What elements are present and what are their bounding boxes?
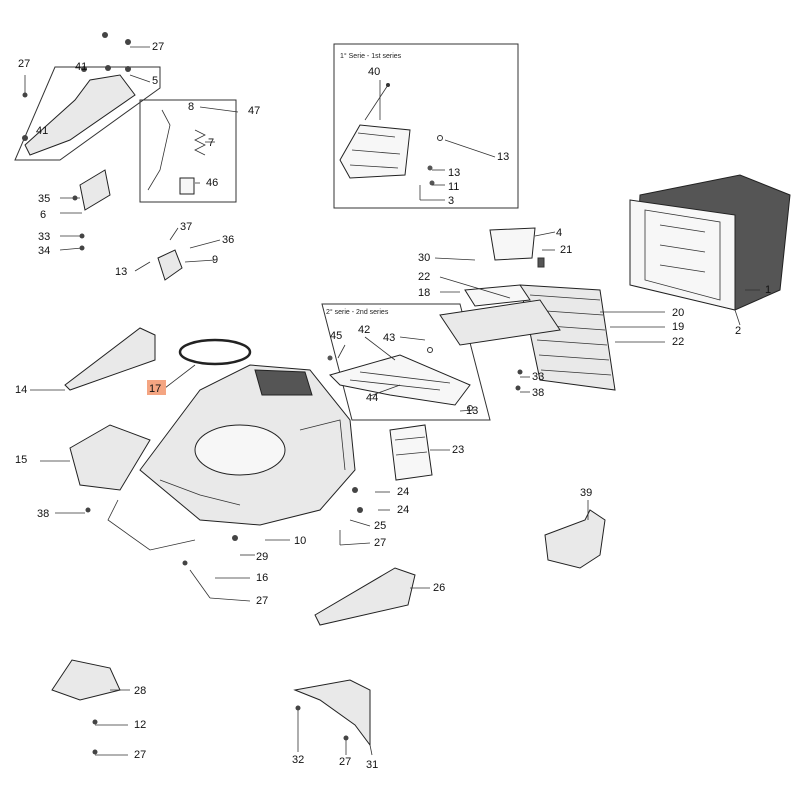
callout-19: 19 [672,321,684,333]
callout-13: 13 [448,167,460,179]
second-series-label: 2° serie - 2nd series [326,308,389,316]
callout-37: 37 [180,221,192,233]
callout-27: 27 [134,749,146,761]
callout-2: 2 [735,325,741,337]
callout-41: 41 [36,125,48,137]
callout-13: 13 [497,151,509,163]
callout-30: 30 [418,252,430,264]
callout-7: 7 [208,137,214,149]
callout-27: 27 [18,58,30,70]
callout-9: 9 [212,254,218,266]
callout-20: 20 [672,307,684,319]
callout-25: 25 [374,520,386,532]
callout-6: 6 [40,209,46,221]
callout-26: 26 [433,582,445,594]
callout-10: 10 [294,535,306,547]
callout-33: 33 [38,231,50,243]
callout-47: 47 [248,105,260,117]
callout-33: 33 [532,371,544,383]
callout-43: 43 [383,332,395,344]
callout-3: 3 [448,195,454,207]
callout-27: 27 [152,41,164,53]
callout-24: 24 [397,486,409,498]
callout-22: 22 [672,336,684,348]
callout-17[interactable]: 17 [149,383,161,395]
callout-22: 22 [418,271,430,283]
callout-12: 12 [134,719,146,731]
callout-18: 18 [418,287,430,299]
first-series-box [333,43,519,209]
callout-13: 13 [115,266,127,278]
callout-8: 8 [188,101,194,113]
callout-14: 14 [15,384,27,396]
callout-29: 29 [256,551,268,563]
grass-bag [629,174,791,311]
callout-13: 13 [466,405,478,417]
callout-1: 1 [765,284,771,296]
callout-17-highlight [147,380,166,395]
callout-16: 16 [256,572,268,584]
callout-46: 46 [206,177,218,189]
callout-23: 23 [452,444,464,456]
callout-38: 38 [532,387,544,399]
callout-27: 27 [256,595,268,607]
first-series-label: 1° Serie - 1st series [340,52,402,60]
callout-11: 11 [448,181,459,193]
callout-4: 4 [556,227,562,239]
callout-34: 34 [38,245,50,257]
callout-31: 31 [366,759,378,771]
callout-24: 24 [397,504,409,516]
callout-32: 32 [292,754,304,766]
callout-44: 44 [366,392,378,404]
callout-5: 5 [152,75,158,87]
callout-41: 41 [75,61,87,73]
callout-39: 39 [580,487,592,499]
callout-35: 35 [38,193,50,205]
callout-42: 42 [358,324,370,336]
callout-27: 27 [374,537,386,549]
mower-deck [139,364,356,526]
callout-27: 27 [339,756,351,768]
callout-40: 40 [368,66,380,78]
callout-21: 21 [560,244,572,256]
callout-45: 45 [330,330,342,342]
callout-15: 15 [15,454,27,466]
callout-38: 38 [37,508,49,520]
callout-28: 28 [134,685,146,697]
callout-36: 36 [222,234,234,246]
